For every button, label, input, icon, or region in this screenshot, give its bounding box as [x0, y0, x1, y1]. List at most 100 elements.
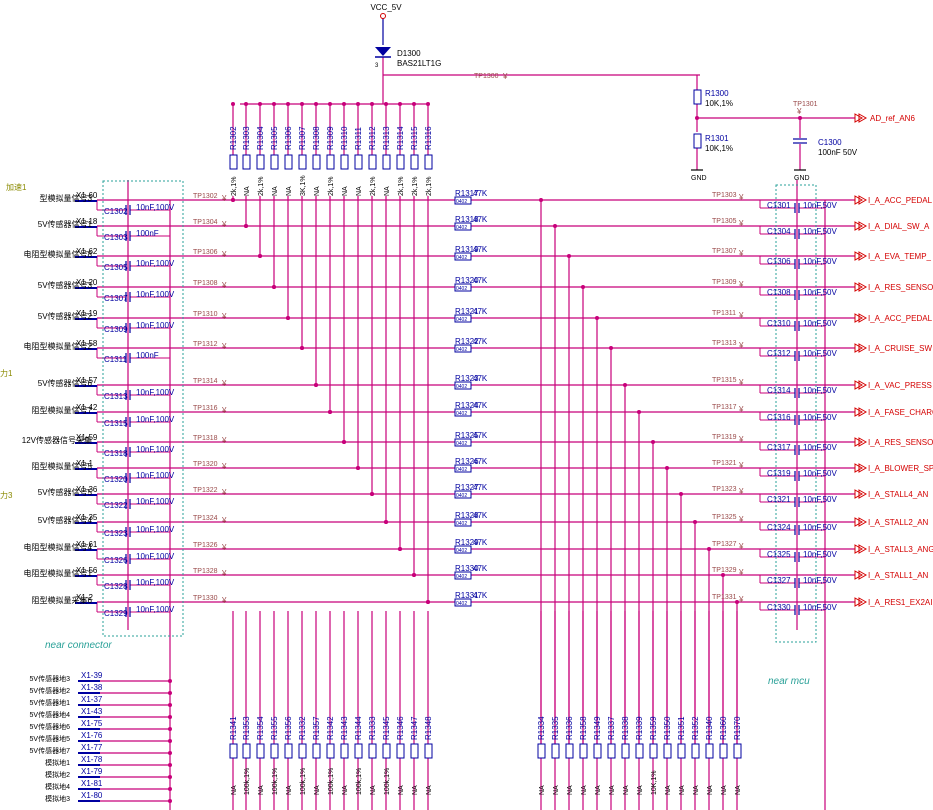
bottom-res-ref: R1347 [410, 716, 419, 740]
pullup-ref: R1314 [396, 126, 405, 150]
net-arrow [858, 313, 868, 323]
ground-pin: X1-38 [81, 683, 103, 692]
bottom-res-value: 100k,1% [300, 768, 307, 795]
ground-pin: X1-75 [81, 719, 103, 728]
testpoint-mark: ¥ [738, 311, 744, 320]
bottom-res-value: NA [539, 785, 546, 795]
resistor-body [312, 154, 321, 170]
near-connector-label: near connector [45, 640, 112, 651]
divider-rtop-value: 10K,1% [705, 99, 733, 108]
tp-out-label: TP1323 [712, 486, 737, 493]
junction-dot [168, 751, 172, 755]
testpoint-mark: ¥ [738, 568, 744, 577]
near-connector-box [102, 180, 184, 637]
junction-dot [244, 224, 248, 228]
near-mcu-box [775, 184, 817, 643]
junction-dot [539, 198, 543, 202]
junction-dot [356, 102, 360, 106]
net-label: I_A_STALL3_ANG [868, 545, 933, 554]
junction-dot [412, 102, 416, 106]
bottom-res-value: NA [314, 785, 321, 795]
resistor-body [354, 154, 363, 170]
bottom-res-value: NA [665, 785, 672, 795]
pullup-ref: R1311 [354, 126, 363, 150]
junction-dot [168, 739, 172, 743]
testpoint-mark: ¥ [221, 543, 227, 552]
channel-description: 型模拟量信号3 [40, 193, 93, 203]
pullup-ref: R1313 [382, 126, 391, 150]
tp-out-label: TP1327 [712, 541, 737, 548]
tp-out-label: TP1307 [712, 248, 737, 255]
resistor-body [298, 743, 307, 759]
tp1301-label: TP1301 [793, 101, 818, 108]
channel-description: 5V传感器信号1 [38, 219, 93, 229]
tp-in-label: TP1308 [193, 280, 218, 287]
junction-dot [168, 691, 172, 695]
bottom-res-value: 100k,1% [272, 768, 279, 795]
junction-dot [231, 102, 235, 106]
mcu-cap-value: 10nF,50V [803, 576, 837, 585]
series-res-ref: R1324 [455, 401, 479, 410]
connector-pin: X1-20 [76, 278, 98, 287]
junction-dot [168, 763, 172, 767]
pullup-value: NA [384, 186, 391, 196]
wires-layer [96, 18, 855, 810]
testpoint-mark: ¥ [221, 596, 227, 605]
mcu-cap-value: 10nF,50V [803, 257, 837, 266]
series-res-value: 47K [473, 483, 488, 492]
pullup-ref: R1312 [368, 126, 377, 150]
net-label: I_A_STALL2_AN [868, 518, 929, 527]
bottom-res-ref: R1333 [368, 716, 377, 740]
pullup-ref: R1309 [326, 126, 335, 150]
net-label: I_A_EVA_TEMP_ [868, 252, 932, 261]
tp-in-label: TP1328 [193, 568, 218, 575]
mcu-cap-ref: C1312 [767, 349, 791, 358]
resistor-body [354, 743, 363, 759]
ground-pin-description: 5V传感器地6 [30, 722, 71, 731]
bottom-res-value: NA [721, 785, 728, 795]
testpoint-mark: ¥ [738, 461, 744, 470]
divider-rtop-ref: R1300 [705, 89, 729, 98]
gnd-label: GND [691, 175, 707, 182]
net-arrow [858, 463, 868, 473]
tp-out-label: TP1309 [712, 279, 737, 286]
resistor-body [326, 154, 335, 170]
channel-description: 阻型模拟量信号5 [32, 461, 93, 471]
net-label: I_A_BLOWER_SP [868, 464, 933, 473]
bottom-res-ref: R1354 [256, 716, 265, 740]
pullup-value: 2k,1% [258, 177, 265, 196]
series-resistor [454, 222, 472, 231]
net-label: I_A_RES1_EX2AI [868, 598, 932, 607]
connector-pin: X1-2 [76, 593, 93, 602]
mcu-cap-value: 10nF,50V [803, 523, 837, 532]
divider-rbot-ref: R1301 [705, 134, 729, 143]
bottom-res-value: NA [693, 785, 700, 795]
net-arrow [858, 544, 868, 554]
mcu-cap-value: 10nF,50V [803, 469, 837, 478]
bottom-res-value: NA [231, 785, 238, 795]
bottom-res-ref: R1350 [663, 716, 672, 740]
bottom-res-ref: R1337 [607, 716, 616, 740]
junction-dot [398, 547, 402, 551]
resistor-body [396, 743, 405, 759]
pullup-value: NA [356, 186, 363, 196]
series-res-footprint: 0402 [456, 384, 467, 390]
net-label: I_A_CRUISE_SW [868, 344, 932, 353]
junction-dot [272, 102, 276, 106]
tp-out-label: TP1313 [712, 340, 737, 347]
channel-description: 电阻型模拟量信号1 [24, 568, 93, 578]
junction-dot [258, 102, 262, 106]
mcu-cap-value: 10nF,50V [803, 227, 837, 236]
bottom-res-value: NA [426, 785, 433, 795]
pullup-value: 2k,1% [412, 177, 419, 196]
bottom-res-value: NA [553, 785, 560, 795]
resistor-body [284, 154, 293, 170]
ground-pin: X1-81 [81, 779, 103, 788]
mcu-cap-value: 10nF,50V [803, 413, 837, 422]
channel-description: 电阻型模拟量信号4 [24, 542, 93, 552]
testpoint-mark: ¥ [738, 193, 744, 202]
divider-rbot-value: 10K,1% [705, 144, 733, 153]
series-res-footprint: 0402 [456, 317, 467, 323]
mcu-cap-value: 10nF,50V [803, 349, 837, 358]
